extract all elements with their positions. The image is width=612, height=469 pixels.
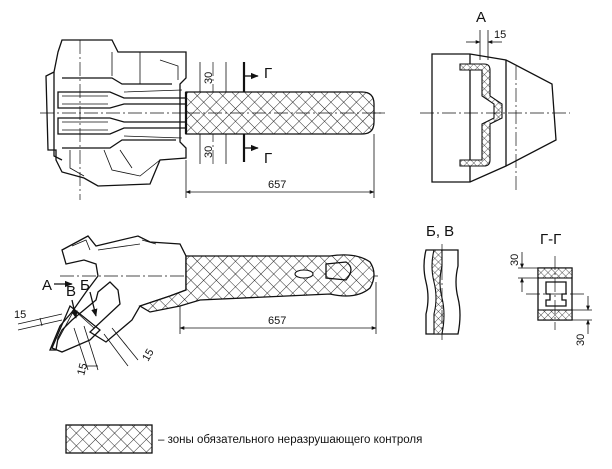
section-gg-label: Г-Г: [540, 231, 561, 248]
side-head-outline: [49, 235, 187, 351]
side-view: А Б В 15 15 15 657: [14, 235, 378, 377]
head-upper-rib: [62, 77, 172, 85]
cut-g-top: Г: [264, 65, 272, 82]
side-dim-15-mid-text: 15: [75, 362, 90, 377]
cut-mark-top: Г: [242, 62, 272, 92]
section-dim-30-top-text: 30: [509, 254, 521, 266]
mark-b: Б: [80, 277, 90, 294]
dim-657-top: 657: [185, 134, 375, 198]
section-gg: Г-Г 30 30: [509, 231, 592, 346]
cut-mark-bottom: Г: [242, 134, 272, 167]
head-upper-details: [111, 52, 179, 84]
side-dim-15-left-text: 15: [14, 309, 26, 321]
dim-30-bottom: 30: [199, 134, 227, 164]
shank-hole: [294, 269, 314, 279]
side-shank-nd-zone: [138, 254, 375, 313]
dim-657-side-text: 657: [268, 315, 286, 327]
side-jaw: [51, 304, 101, 353]
mark-a: А: [42, 277, 52, 294]
dim-30-top-text: 30: [203, 72, 215, 84]
head-lower-details: [69, 149, 161, 177]
legend-swatch: [65, 424, 153, 454]
dim-30-bottom-text: 30: [203, 146, 215, 158]
slot-inner-lines: [62, 95, 108, 131]
top-view: 30 30 Г Г 657: [40, 39, 385, 200]
legend-text: – зоны обязательного неразрушающего конт…: [158, 434, 422, 446]
view-a-nd-zone: [459, 63, 503, 167]
dim-657-side: 657: [179, 282, 377, 334]
section-dim-30-top: 30: [509, 252, 538, 292]
dim-30-top: 30: [199, 62, 227, 92]
section-dim-30-bottom: 30: [572, 296, 592, 346]
view-bv-label: Б, В: [426, 223, 454, 240]
mark-v: В: [66, 283, 76, 300]
cut-g-bottom: Г: [264, 150, 272, 167]
section-dim-30-bottom-text: 30: [575, 334, 587, 346]
legend: – зоны обязательного неразрушающего конт…: [65, 424, 422, 454]
side-dim-15-right: 15: [103, 327, 157, 367]
view-bv: Б, В: [423, 223, 461, 340]
dim-657-top-text: 657: [268, 179, 286, 191]
view-a-label: А: [476, 9, 486, 26]
view-a-outline: [431, 53, 557, 183]
view-bv-outline: [423, 249, 461, 335]
side-jaw-inner: [57, 309, 95, 341]
view-a: А 15: [420, 9, 570, 190]
upper-slot: [57, 91, 187, 109]
shank-window: [325, 261, 352, 281]
slot-tapers: [123, 89, 183, 139]
side-head-details: [71, 239, 157, 251]
view-a-dim-text: 15: [494, 29, 506, 41]
side-dim-15-mid: 15: [73, 325, 99, 377]
mark-v-arrow: [71, 299, 78, 319]
mark-b-arrow: [89, 291, 98, 317]
head-lower-rib: [62, 139, 176, 149]
lower-slot: [57, 117, 187, 135]
head-inner-edge: [53, 72, 63, 161]
side-dim-15-right-text: 15: [140, 347, 157, 364]
side-dim-15-left: 15: [14, 309, 63, 331]
